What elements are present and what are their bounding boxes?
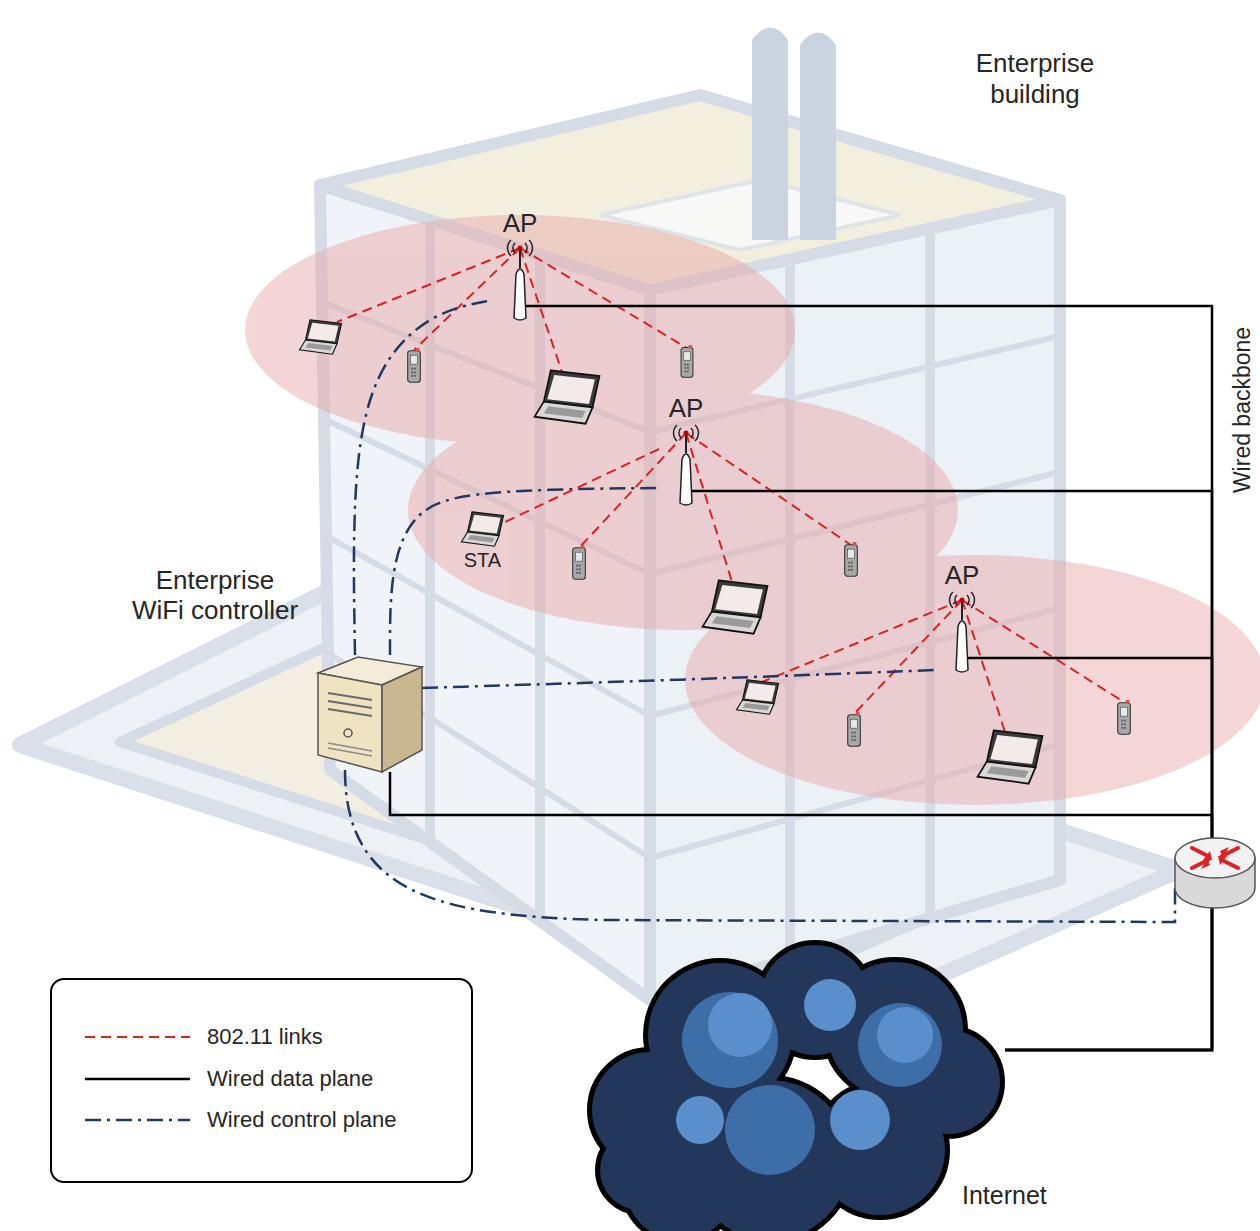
node-label: STA [464,548,501,572]
node-label: AP [503,208,538,238]
control-link [422,670,935,688]
cloud-icon [590,955,1005,1231]
building-caption: Enterprise building [960,48,1110,110]
control-link [354,300,493,655]
router-icon [1175,838,1255,908]
phone-icon [681,345,693,377]
node-label: AP [669,393,704,423]
ctrl-icon [318,655,422,772]
legend-box: 802.11 linksWired data planeWired contro… [50,978,473,1183]
legend-entry: Wired data plane [52,1059,471,1099]
legend-text: 802.11 links [207,1017,323,1057]
phone-icon [1118,700,1131,734]
access-point: AP [659,393,713,506]
phone-icon [573,545,586,579]
legend-text: Wired data plane [207,1059,373,1099]
ap-icon [659,423,713,506]
wifi-controller: Enterprise WiFi controller [318,655,422,772]
wifi-link [505,449,659,522]
coverage-areas [245,215,1260,805]
node-label: Enterprise WiFi controller [129,565,301,625]
phone-icon [408,348,421,382]
legend-text: Wired control plane [207,1100,397,1140]
legend-sample [85,1017,195,1057]
legend-sample [85,1059,195,1099]
station-laptop: STA [460,510,505,572]
legend-entry: 802.11 links [52,1017,471,1057]
backbone-label: Wired backbone [1228,327,1256,493]
laptop-icon [703,580,768,633]
ap-icon [935,590,989,673]
laptop-icon [300,320,342,355]
laptop-icon [737,680,779,715]
data-link [547,306,1212,1050]
node-label: AP [945,560,980,590]
phone-icon [848,712,861,746]
control-wire [345,770,1175,922]
laptop-icon [978,730,1043,783]
phone-icon [845,542,858,576]
sta-icon [460,510,505,548]
legend-entry: Wired control plane [52,1100,471,1140]
laptop-icon [535,370,600,423]
legend-sample [85,1100,195,1140]
internet-cloud: Internet [590,955,1005,1231]
client-devices [300,320,1131,784]
access-point: AP [493,208,547,321]
node-label: Internet [962,1180,1047,1210]
ap-icon [493,238,547,321]
access-point: AP [935,560,989,673]
building-outline [20,28,1180,1016]
